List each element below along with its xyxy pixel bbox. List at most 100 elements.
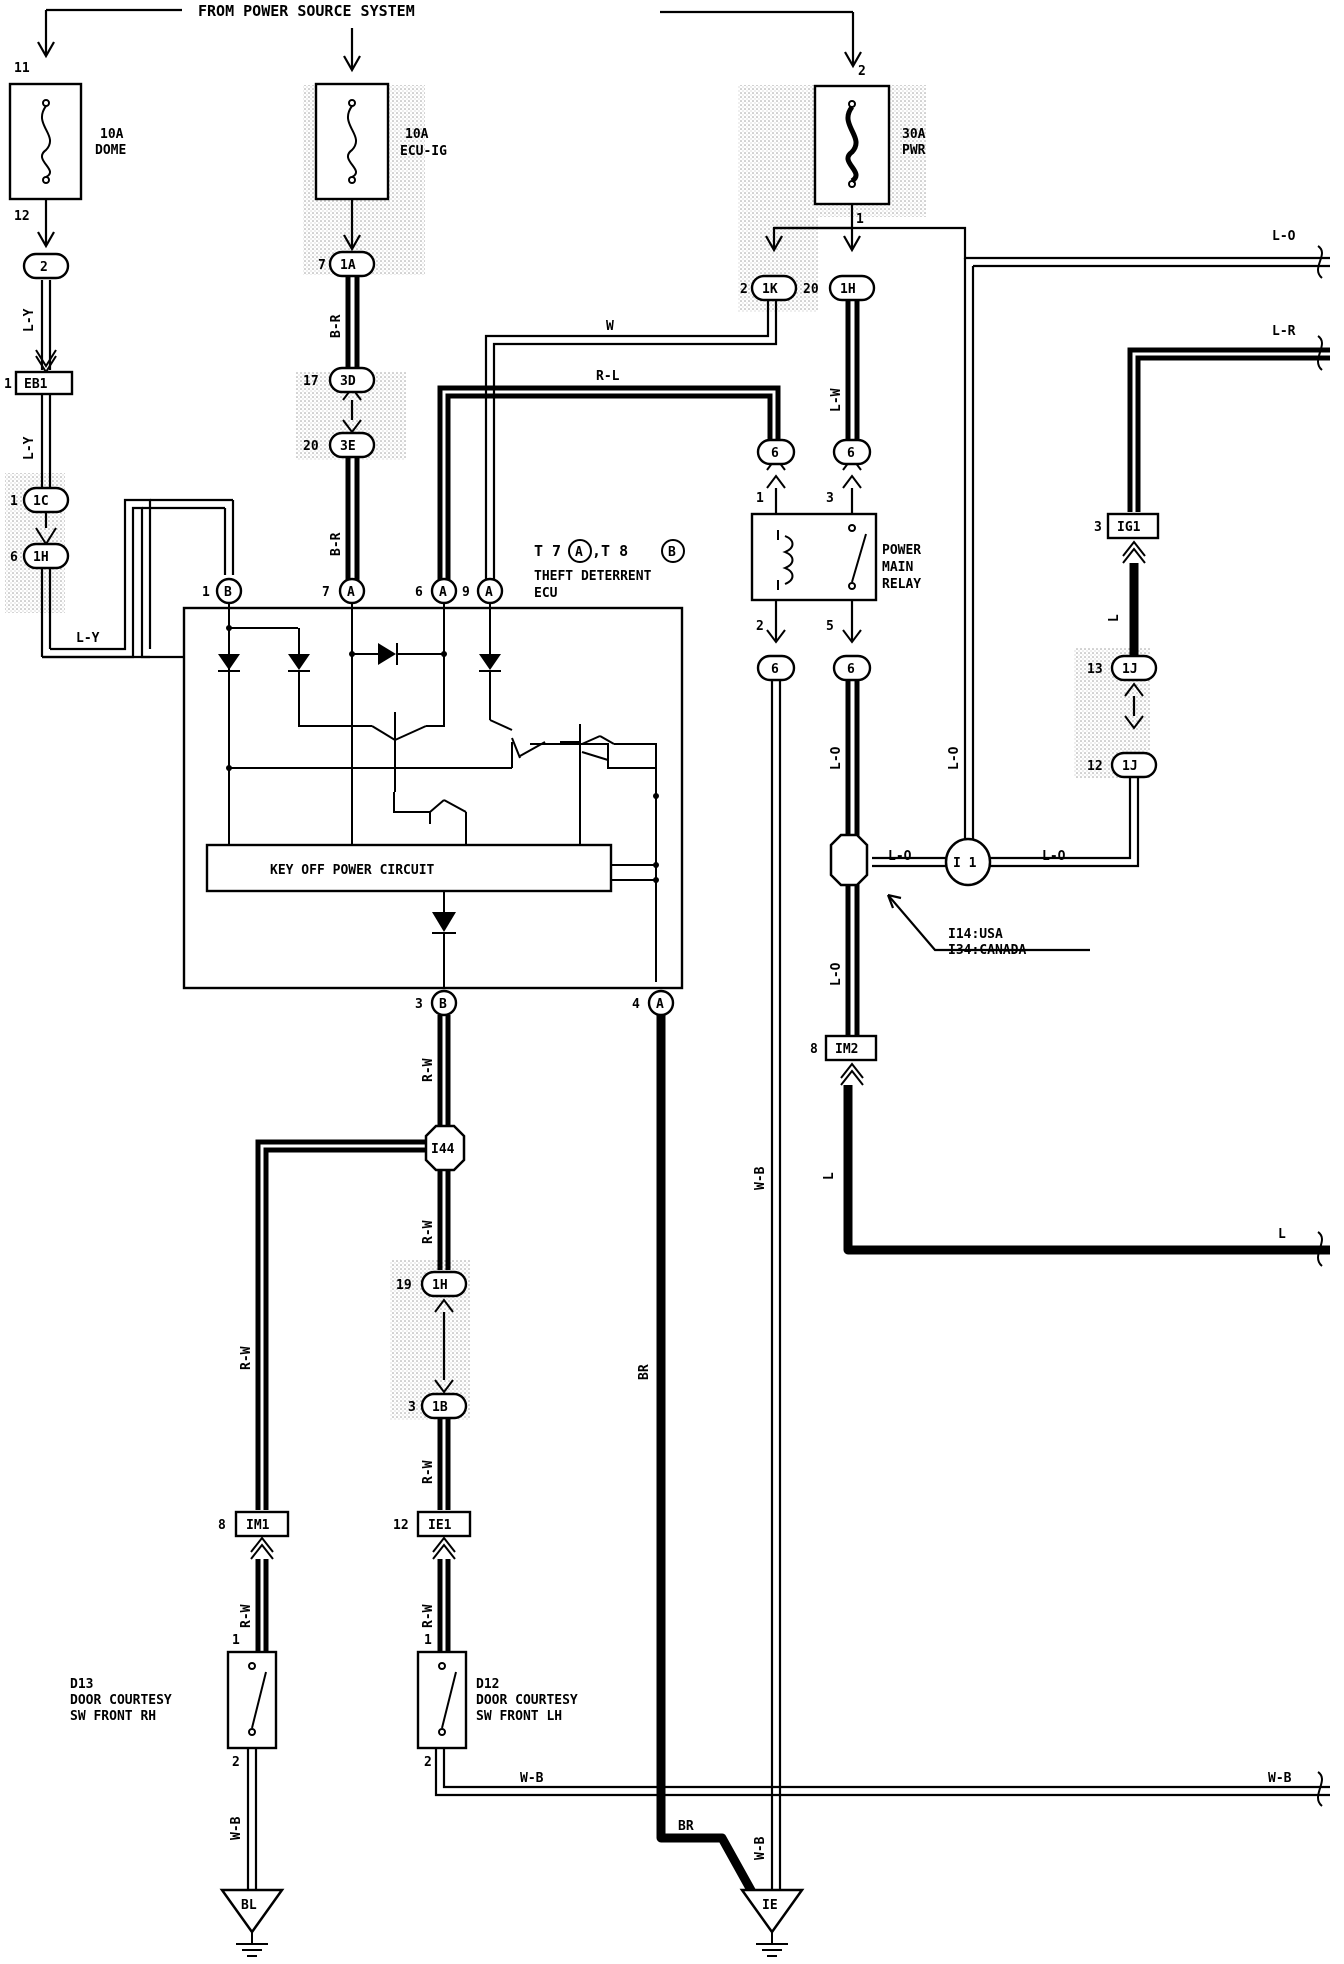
ecu-pin-4-conn: A xyxy=(656,997,664,1012)
ecu-title-t8: ,T 8 xyxy=(592,542,628,560)
connector-1c: 1C 1 xyxy=(10,486,70,514)
connector-1b: 1B 3 xyxy=(408,1392,468,1420)
connector-ig1-pin: 3 xyxy=(1094,520,1102,535)
wire-w: W xyxy=(484,276,778,582)
ground-bl: BL xyxy=(219,1888,285,1957)
switch-d12-code: D12 xyxy=(476,1677,499,1692)
connector-3d-code: 3D xyxy=(340,374,356,389)
junction-note-1: I14:USA xyxy=(948,927,1003,942)
wire-label-br-1: B-R xyxy=(329,314,344,338)
switch-d13-pin-bottom: 2 xyxy=(232,1755,240,1770)
junction-i44: I44 xyxy=(431,1142,455,1157)
connector-ie1: IE1 12 xyxy=(393,1510,472,1538)
connector-1h-c: 1H 19 xyxy=(396,1270,468,1298)
ecu-title-line3: ECU xyxy=(534,586,558,601)
connector-3d: 3D 17 xyxy=(303,366,376,394)
switch-d12-pin-top: 1 xyxy=(424,1633,432,1648)
fuse-dome-amp: 10A xyxy=(100,127,124,142)
theft-deterrent-ecu: B 1 A 7 A 6 A 9 T 7 A ,T 8 B THEFT DETER… xyxy=(182,539,685,1017)
connector-ig1-code: IG1 xyxy=(1117,520,1141,535)
wire-label-w: W xyxy=(606,319,614,334)
relay-pin-3: 3 xyxy=(826,491,834,506)
connector-1b-code: 1B xyxy=(432,1400,448,1415)
wire-ly: L-Y L-Y L-Y xyxy=(22,199,235,659)
fuse-ecu-ig-name: ECU-IG xyxy=(400,144,447,159)
relay-connectors: 6 6 6 6 xyxy=(756,438,872,682)
ground-bl-label: BL xyxy=(241,1898,257,1913)
connector-1j-a-code: 1J xyxy=(1122,662,1138,677)
wire-label-lo-out: L-O xyxy=(1272,229,1296,244)
switch-d13-code: D13 xyxy=(70,1677,93,1692)
ecu-title-line2: THEFT DETERRENT xyxy=(534,569,652,584)
wire-label-rw-1: R-W xyxy=(421,1058,436,1082)
wire-label-lo-5: L-O xyxy=(829,962,844,986)
connector-ig1: IG1 3 xyxy=(1094,512,1160,540)
wire-label-rw-2: R-W xyxy=(239,1346,254,1370)
ecu-pin-6-conn: A xyxy=(439,585,447,600)
relay-label-3: RELAY xyxy=(882,577,921,592)
ecu-pins-bottom: B 3 A 4 xyxy=(415,989,675,1017)
relay-pin-2: 2 xyxy=(756,619,764,634)
connector-1h-a-pin: 6 xyxy=(10,550,18,565)
wire-label-ly-1: L-Y xyxy=(22,308,37,332)
wire-pwr-out: L-W xyxy=(765,204,1330,471)
connector-1c-pin: 1 xyxy=(10,494,18,509)
ecu-circuit-label: KEY OFF POWER CIRCUIT xyxy=(270,863,435,878)
wire-label-wb-4: W-B xyxy=(753,1836,768,1860)
ecu-pins-top: B 1 A 7 A 6 A 9 xyxy=(202,577,504,605)
wire-label-wb-3: W-B xyxy=(753,1166,768,1190)
fuse-dome: 11 12 10A DOME xyxy=(8,61,126,224)
connector-2: 2 xyxy=(22,252,70,280)
wire-label-lo-2: L-O xyxy=(947,746,962,770)
connector-im2-pin: 8 xyxy=(810,1042,818,1057)
connector-im1-code: IM1 xyxy=(246,1518,270,1533)
wire-label-l-out: L xyxy=(1278,1227,1286,1242)
ecu-pin-4: 4 xyxy=(632,997,640,1012)
wire-l-ig1: L L-O xyxy=(980,540,1146,868)
switch-d12: 1 2 D12 DOOR COURTESY SW FRONT LH xyxy=(416,1633,578,1770)
connector-1k: 1K 2 xyxy=(740,274,798,302)
wire-label-l-1: L xyxy=(1107,614,1122,622)
wire-label-lo-4: L-O xyxy=(888,849,912,864)
ecu-pin-9-conn: A xyxy=(485,585,493,600)
connector-1h-b-code: 1H xyxy=(840,282,856,297)
fuse-pwr-pin-in: 2 xyxy=(858,64,866,79)
connector-1k-code: 1K xyxy=(762,282,778,297)
ecu-title-conn-a: A xyxy=(575,545,583,560)
wire-label-rw-3: R-W xyxy=(421,1220,436,1244)
ecu-pin-3: 3 xyxy=(415,997,423,1012)
ecu-pin-6: 6 xyxy=(415,585,423,600)
connector-2-code: 2 xyxy=(40,260,48,275)
wire-label-rw-4: R-W xyxy=(421,1460,436,1484)
connector-1h-b: 1H 20 xyxy=(803,274,876,302)
switch-d13-pin-top: 1 xyxy=(232,1633,240,1648)
connector-1h-a-code: 1H xyxy=(33,550,49,565)
source-label: FROM POWER SOURCE SYSTEM xyxy=(198,2,415,20)
ecu-pin-1-conn: B xyxy=(224,585,232,600)
fuse-ecu-ig: 10A ECU-IG xyxy=(314,82,447,201)
wire-label-lw: L-W xyxy=(829,388,844,412)
switch-d13: 1 2 D13 DOOR COURTESY SW FRONT RH xyxy=(70,1633,278,1770)
fuse-pwr-amp: 30A xyxy=(902,127,926,142)
connector-1a-code: 1A xyxy=(340,258,356,273)
wire-lo-trunk: L-O L-O L-O I 1 I14:USA I34:CANADA xyxy=(829,680,1090,1036)
wire-label-ly-3: L-Y xyxy=(76,631,100,646)
wire-label-l-2: L xyxy=(822,1172,837,1180)
ground-ie: IE xyxy=(739,1888,805,1957)
wire-label-br-gnd-2: BR xyxy=(678,1819,694,1834)
connector-eb1: EB1 1 xyxy=(4,370,74,396)
wire-label-rl: R-L xyxy=(596,369,620,384)
wire-label-rw-6: R-W xyxy=(421,1604,436,1628)
connector-1c-code: 1C xyxy=(33,494,49,509)
connector-1j-b-code: 1J xyxy=(1122,759,1138,774)
ecu-internal-circuit: KEY OFF POWER CIRCUIT xyxy=(205,603,659,988)
wire-label-br-2: B-R xyxy=(329,532,344,556)
wire-rl: R-L xyxy=(437,369,786,582)
connector-3e-pin: 20 xyxy=(303,439,319,454)
fuse-dome-pin-out: 12 xyxy=(14,209,30,224)
relay-pin-1: 1 xyxy=(756,491,764,506)
connector-1j-a-pin: 13 xyxy=(1087,662,1103,677)
ecu-pin-7-conn: A xyxy=(347,585,355,600)
junction-i1: I 1 xyxy=(953,856,977,871)
